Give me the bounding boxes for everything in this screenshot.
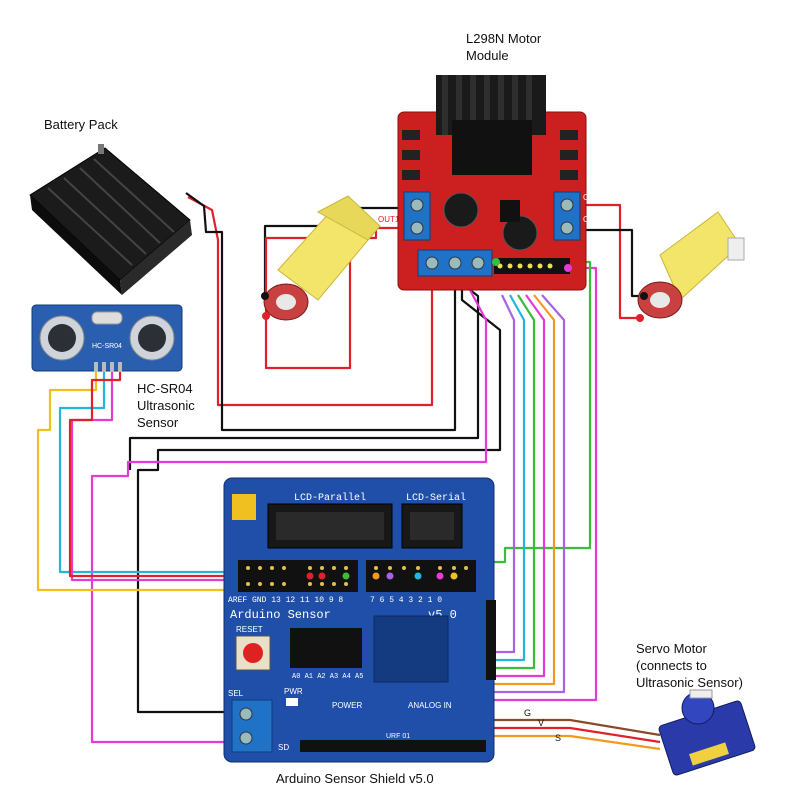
pwr-label: PWR [284,687,303,696]
urf-label: URF 01 [386,733,410,740]
l298n-label: L298N Motor Module [466,31,542,63]
bottom-header [300,740,486,752]
heatsink [436,75,546,175]
analog-header [290,628,362,668]
out3-label: OUT3 [583,215,605,224]
wire-l298n-gnd [136,285,502,714]
digital-pin-label: 7 6 5 4 3 2 1 0 [370,596,442,605]
servo-wire-v: V [538,718,544,728]
analog-in-label: ANALOG IN [408,701,452,710]
l298n-module: OUT4 OUT3 OUT1 [378,75,605,291]
wire-battery-black [185,192,457,432]
wire-hc-vcc [36,368,238,592]
brand-text: Arduino Sensor [230,608,331,622]
left-motor [261,195,381,321]
out4-label: OUT4 [583,193,605,202]
aref-row-label: AREF GND 13 12 11 10 9 8 [228,596,343,605]
brand-logo [232,494,256,520]
lcd-serial-label: LCD-Serial [406,492,466,504]
reset-label: RESET [236,625,263,634]
wire-hc-gnd [68,368,238,578]
pwr-led [286,698,298,706]
wire-battery-red [187,196,434,407]
sd-label: SD [278,743,289,752]
wire-magenta-long [90,289,488,744]
right-motor [636,211,745,322]
wire-right-motor-red [580,203,640,320]
analog-pin-label: A0 A1 A2 A3 A4 A5 [292,673,363,681]
wire-hc-trig [58,368,238,574]
power-label: POWER [332,701,362,710]
reset-button-cap [243,643,263,663]
battery-pack [29,144,192,295]
sel-label: SEL [228,689,244,698]
out1-label: OUT1 [378,215,400,224]
hc-chip-label: HC-SR04 [92,343,122,350]
sensor-shield: LCD-Parallel LCD-Serial [223,477,496,763]
servo-wire-g: G [524,708,531,718]
wire-endpoints [306,572,458,580]
hc-sr04-sensor: HC-SR04 [31,304,183,372]
battery-pack-label: Battery Pack [44,117,118,132]
wire-l298n-5v [128,289,480,470]
lcd-parallel-label: LCD-Parallel [294,492,366,504]
apc220-header [486,600,496,680]
power-terminal [231,699,273,753]
shield-label: Arduino Sensor Shield v5.0 [276,771,434,786]
servo-wire-s: S [555,733,561,743]
capacitor [443,192,479,228]
servo-motor: G V S [524,689,756,776]
hc-sr04-label: HC-SR04 Ultrasonic Sensor [137,381,195,430]
servo-label: Servo Motor (connects to Ultrasonic Sens… [636,641,743,690]
i2c-header [373,615,449,683]
digital-header-left [238,560,358,592]
